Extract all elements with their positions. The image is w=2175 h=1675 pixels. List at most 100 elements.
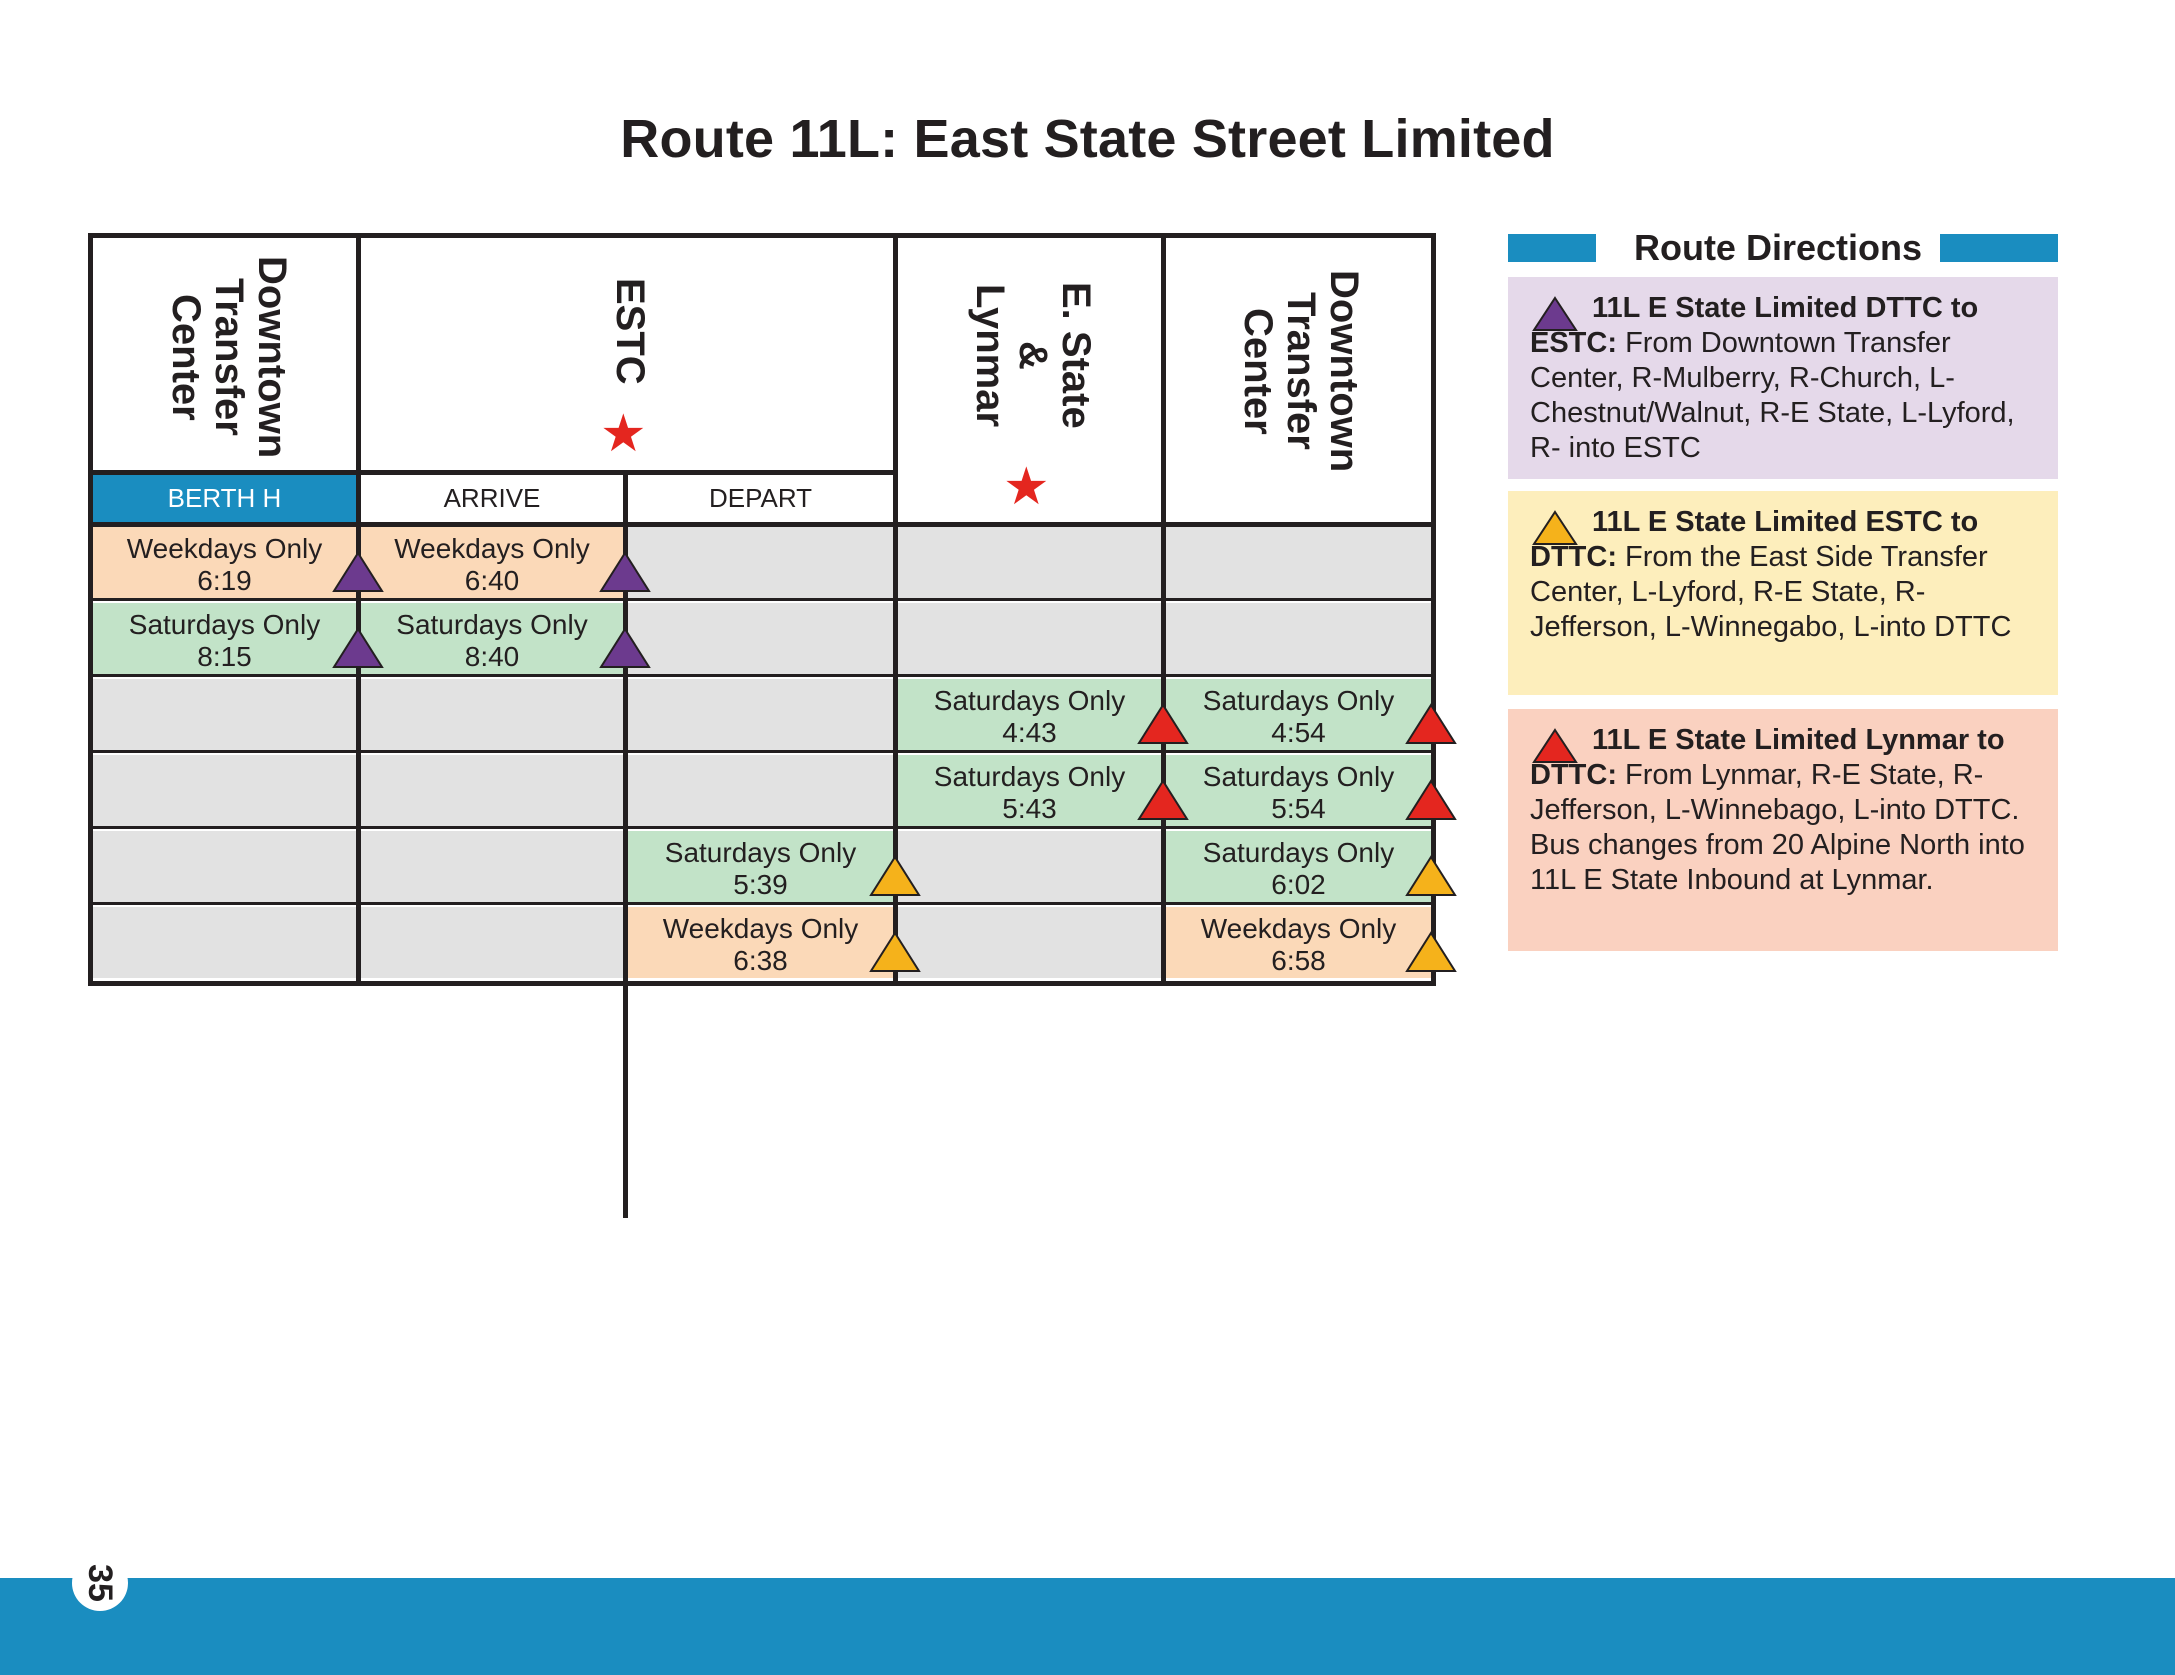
grid-line — [1161, 238, 1166, 986]
timetable-empty-cell — [361, 907, 623, 978]
red-triangle-icon — [1405, 703, 1457, 744]
timetable-empty-cell — [93, 831, 356, 902]
timetable-empty-cell — [1166, 603, 1431, 674]
header-downtown-transfer-center-1: Downtown Transfer Center — [93, 238, 356, 470]
timetable-empty-cell — [628, 527, 893, 598]
legend-item-description: From the East Side Transfer Center, L-Ly… — [1530, 541, 2012, 643]
departure-time: 4:43 — [1002, 717, 1057, 748]
legend-item-dttc-to-estc: 11L E State Limited DTTC to ESTC: From D… — [1508, 277, 2058, 479]
red-triangle-icon — [1137, 703, 1189, 744]
service-day-note: Weekdays Only — [394, 533, 590, 564]
grid-line — [623, 470, 628, 1218]
service-day-note: Weekdays Only — [126, 533, 323, 564]
timetable-empty-cell — [898, 907, 1161, 978]
grid-line — [93, 470, 893, 475]
timetable-empty-cell — [898, 603, 1161, 674]
arrive-label: ARRIVE — [443, 483, 541, 513]
service-day-note: Weekdays Only — [1200, 913, 1397, 944]
yellow-triangle-icon — [1405, 855, 1457, 896]
legend-bar-right — [1940, 234, 2058, 262]
service-day-note: Saturdays Only — [1202, 837, 1395, 868]
legend-item-heading: 11L E State Limited Lynmar to DTTC: — [1530, 724, 2005, 791]
purple-triangle-icon — [599, 551, 651, 592]
page-number-badge: 35 — [72, 1555, 128, 1611]
departure-time: 5:54 — [1271, 793, 1326, 824]
yellow-triangle-icon — [1532, 510, 1578, 545]
timetable: Downtown Transfer Center ESTC ★ E. State… — [88, 233, 1457, 1218]
yellow-triangle-icon — [869, 931, 921, 972]
purple-triangle-icon — [1532, 296, 1578, 331]
legend-item-text: 11L E State Limited Lynmar to DTTC: From… — [1530, 723, 2040, 898]
timetable-empty-cell — [628, 755, 893, 826]
legend-item-text: 11L E State Limited ESTC to DTTC: From t… — [1530, 505, 2040, 645]
header-label: Downtown Transfer Center — [164, 256, 294, 459]
page-title: Route 11L: East State Street Limited — [620, 109, 1555, 169]
red-triangle-icon — [1405, 779, 1457, 820]
service-day-note: Saturdays Only — [1202, 685, 1395, 716]
header-downtown-transfer-center-2: Downtown Transfer Center — [1166, 238, 1431, 522]
grid-line — [93, 750, 1431, 753]
timetable-empty-cell — [93, 679, 356, 750]
header-label: Downtown Transfer Center — [1236, 270, 1366, 473]
service-day-note: Saturdays Only — [933, 685, 1126, 716]
service-day-note: Saturdays Only — [396, 609, 588, 640]
grid-line — [93, 902, 1431, 905]
service-day-note: Saturdays Only — [933, 761, 1126, 792]
purple-triangle-icon — [599, 627, 651, 668]
grid-line — [356, 238, 361, 986]
header-estc: ESTC ★ — [361, 238, 893, 470]
timetable-empty-cell — [361, 755, 623, 826]
purple-triangle-icon — [332, 551, 384, 592]
timetable-empty-cell — [628, 603, 893, 674]
yellow-triangle-icon — [1405, 931, 1457, 972]
departure-time: 4:54 — [1271, 717, 1326, 748]
legend-item-estc-to-dttc: 11L E State Limited ESTC to DTTC: From t… — [1508, 491, 2058, 695]
red-triangle-icon — [1137, 779, 1189, 820]
berth-h-label: BERTH H — [93, 475, 356, 522]
grid-line — [93, 522, 1431, 527]
legend-item-description: From Lynmar, R-E State, R-Jefferson, L-W… — [1530, 759, 2025, 896]
grid-line — [893, 238, 898, 986]
timetable-empty-cell — [93, 755, 356, 826]
departure-time: 6:38 — [733, 945, 788, 976]
legend-item-text: 11L E State Limited DTTC to ESTC: From D… — [1530, 291, 2040, 466]
departure-time: 6:02 — [1271, 869, 1326, 900]
header-e-state-lynmar: E. State & Lynmar ★ — [898, 238, 1161, 522]
legend-header: Route Directions — [1508, 226, 2058, 270]
service-day-note: Saturdays Only — [128, 609, 321, 640]
grid-line — [93, 826, 1431, 829]
header-label: ESTC — [608, 278, 652, 385]
timetable-empty-cell — [361, 831, 623, 902]
purple-triangle-icon — [332, 627, 384, 668]
legend-item-lynmar-to-dttc: 11L E State Limited Lynmar to DTTC: From… — [1508, 709, 2058, 951]
departure-time: 8:40 — [464, 641, 520, 672]
legend-bar-left — [1508, 234, 1596, 262]
service-day-note: Weekdays Only — [662, 913, 859, 944]
red-triangle-icon — [1532, 728, 1578, 763]
header-label: E. State & Lynmar — [968, 282, 1098, 429]
legend-item-description: From Downtown Transfer Center, R-Mulberr… — [1530, 327, 2015, 464]
legend-title: Route Directions — [1633, 227, 1923, 268]
red-star-icon: ★ — [1003, 458, 1050, 516]
grid-line — [93, 674, 1431, 677]
yellow-triangle-icon — [869, 855, 921, 896]
departure-time: 6:19 — [197, 565, 252, 596]
departure-time: 5:39 — [733, 869, 788, 900]
timetable-empty-cell — [898, 831, 1161, 902]
service-day-note: Saturdays Only — [1202, 761, 1395, 792]
departure-time: 5:43 — [1002, 793, 1057, 824]
red-star-icon: ★ — [600, 405, 647, 463]
footer-bar — [0, 1578, 2175, 1675]
depart-label: DEPART — [708, 483, 813, 513]
